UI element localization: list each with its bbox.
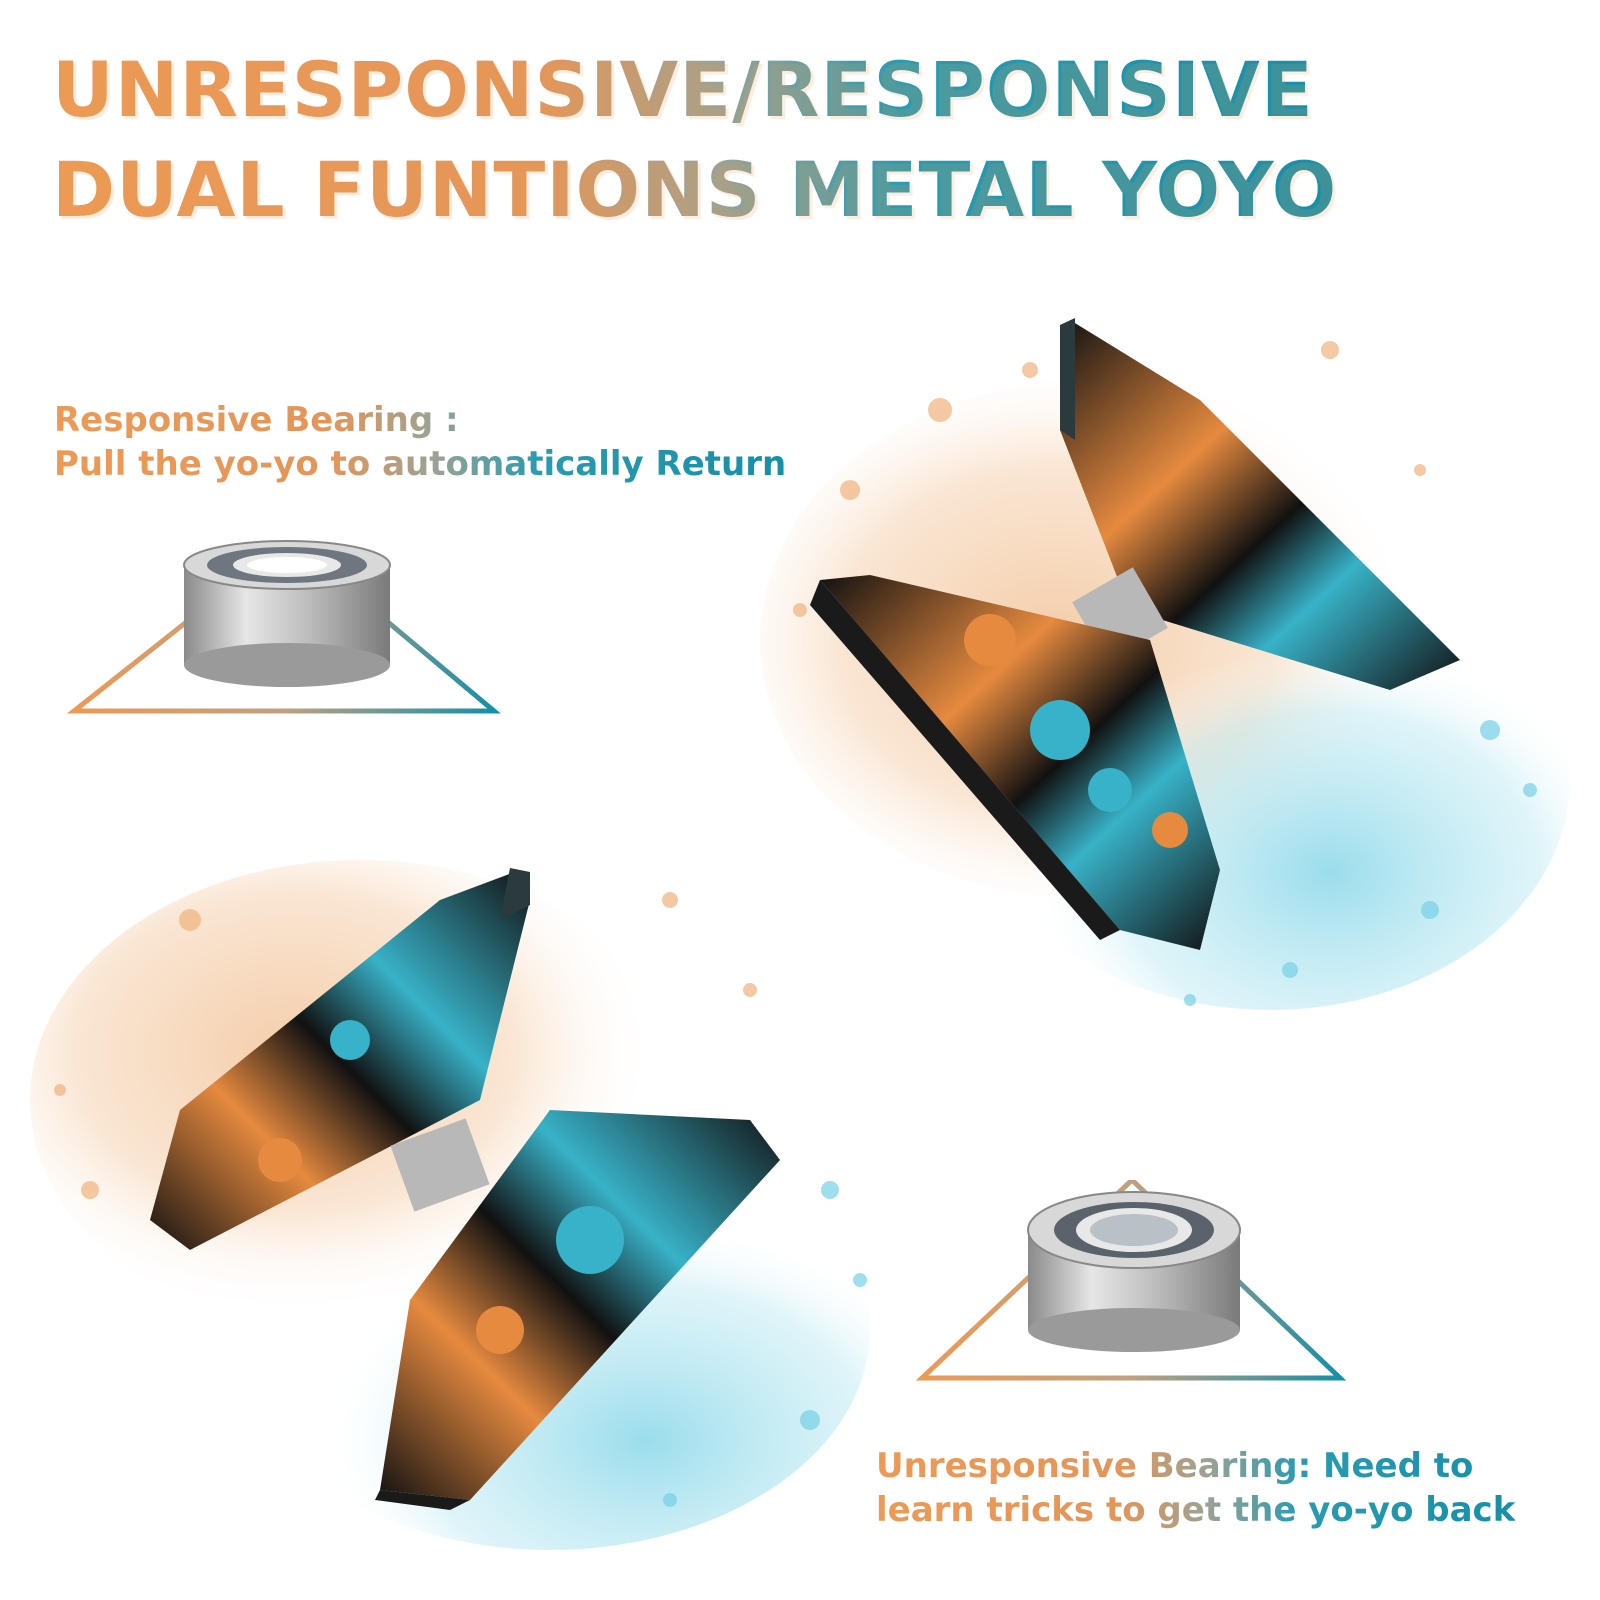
responsive-caption-line-2: Pull the yo-yo to automatically Return [54,444,787,484]
yoyo-top-right-image [760,318,1570,1010]
unresponsive-bearing-caption: Unresponsive Bearing: Need to learn tric… [876,1444,1515,1532]
responsive-bearing-caption: Responsive Bearing : Pull the yo-yo to a… [54,398,786,486]
responsive-bearing-icon [66,540,501,714]
unresponsive-caption-line-2: learn tricks to get the yo-yo back [876,1490,1516,1530]
responsive-caption-line-1: Responsive Bearing : [54,398,786,442]
headline: UNRESPONSIVE/RESPONSIVE DUAL FUNTIONS ME… [52,40,1337,240]
yoyo-bottom-left-image [30,860,870,1550]
headline-line-1: UNRESPONSIVE/RESPONSIVE [52,40,1337,140]
unresponsive-bearing-icon [915,1180,1347,1381]
unresponsive-caption-line-1: Unresponsive Bearing: Need to [876,1444,1515,1488]
headline-line-2: DUAL FUNTIONS METAL YOYO [52,140,1337,240]
